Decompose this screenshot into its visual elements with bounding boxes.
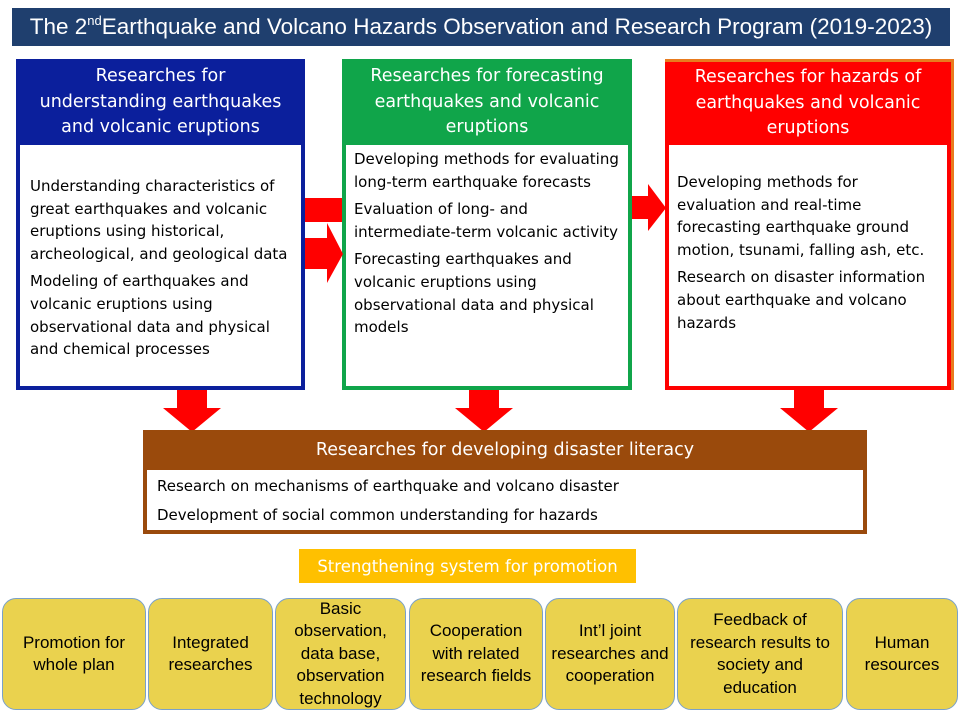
understanding-heading-line: understanding earthquakes [39,91,282,112]
forecasting-item: Developing methods for evaluating long-t… [354,150,619,191]
title-pre: The 2 [29,14,88,39]
forecasting-body: Developing methods for evaluating long-t… [346,145,628,386]
title-sup: nd [87,12,102,28]
hazards-heading-line: earthquakes and volcanic [695,92,921,113]
promotion-item: Promotion for whole plan [2,598,146,710]
literacy-item: Development of social common understandi… [157,505,598,524]
literacy-body: Research on mechanisms of earthquake and… [147,470,863,530]
understanding-heading: Researches for understanding earthquakes… [16,59,305,145]
understanding-item: Understanding characteristics of great e… [30,177,288,263]
forecasting-heading: Researches for forecasting earthquakes a… [342,59,632,145]
promotion-item: Basic observation, data base, observatio… [275,598,406,710]
hazards-heading: Researches for hazards of earthquakes an… [665,62,951,145]
hazards-item: Research on disaster information about e… [677,268,926,332]
forecasting-heading-line: Researches for forecasting [370,66,604,86]
hazards-heading-line: Researches for hazards of [694,67,922,87]
understanding-panel: Researches for understanding earthquakes… [16,59,305,390]
arrow-down-icon [780,390,838,432]
arrow-down-icon [163,390,221,432]
hazards-body: Developing methods for evaluation and re… [669,145,947,386]
literacy-item: Research on mechanisms of earthquake and… [157,477,619,495]
understanding-item: Modeling of earthquakes and volcanic eru… [30,272,270,359]
arrow-right-icon [632,184,666,231]
promotion-item: Feedback of research results to society … [677,598,843,710]
forecasting-heading-line: eruptions [445,117,529,137]
forecasting-heading-line: earthquakes and volcanic [374,91,600,112]
promotion-item: Cooperation with related research fields [409,598,543,710]
promotion-item: Integrated researches [148,598,273,710]
arrow-down-icon [455,390,513,432]
promotion-item: Int’l joint researches and cooperation [545,598,675,710]
forecasting-panel: Researches for forecasting earthquakes a… [342,59,632,390]
title-post: Earthquake and Volcano Hazards Observati… [101,14,933,39]
arrow-right-icon [305,198,343,283]
understanding-heading-line: Researches for [95,66,226,86]
forecasting-item: Forecasting earthquakes and volcanic eru… [354,250,594,337]
literacy-heading: Researches for developing disaster liter… [315,440,695,460]
hazards-item: Developing methods for evaluation and re… [677,173,925,259]
literacy-panel: Researches for developing disaster liter… [143,430,867,534]
forecasting-item: Evaluation of long- and intermediate-ter… [354,200,618,241]
understanding-body: Understanding characteristics of great e… [20,145,301,386]
strengthening-label: Strengthening system for promotion [299,549,636,583]
hazards-panel: Researches for hazards of earthquakes an… [665,59,954,390]
promotion-item: Human resources [846,598,958,710]
hazards-heading-line: eruptions [766,118,850,138]
understanding-heading-line: and volcanic eruptions [61,117,260,137]
